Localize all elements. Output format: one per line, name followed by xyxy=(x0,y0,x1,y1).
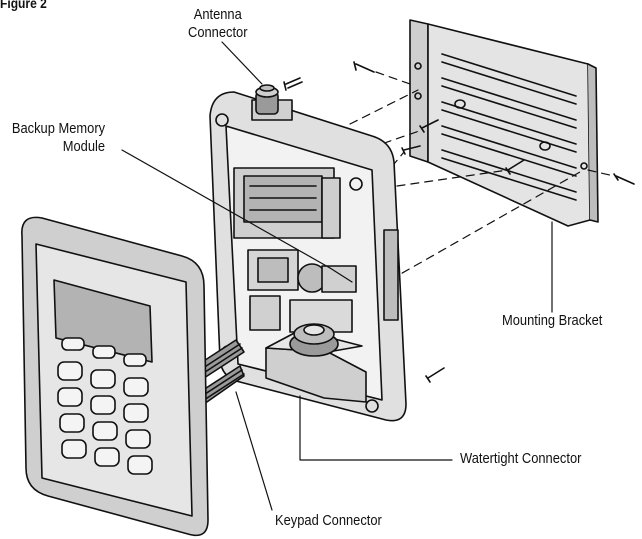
mounting-bracket-label: Mounting Bracket xyxy=(502,312,603,329)
keypad-panel xyxy=(21,216,209,537)
antenna-connector-label: Antenna Connector xyxy=(188,6,248,42)
backup-label-line2: Module xyxy=(62,138,106,155)
main-enclosure xyxy=(209,91,407,422)
backup-label-line1: Backup Memory xyxy=(11,120,106,137)
antenna-connector xyxy=(255,84,279,115)
figure-label: Figure 2 xyxy=(0,0,47,11)
keypad-connector-label: Keypad Connector xyxy=(275,512,382,529)
antenna-label-line1: Antenna xyxy=(193,6,242,23)
mounting-bracket xyxy=(409,19,599,227)
screws xyxy=(283,61,635,383)
antenna-label-line2: Connector xyxy=(188,24,248,41)
watertight-connector-label: Watertight Connector xyxy=(460,450,582,467)
watertight-connector xyxy=(265,323,367,403)
leader-lines xyxy=(121,41,553,511)
backup-memory-module-label: Backup Memory Module xyxy=(6,120,105,156)
